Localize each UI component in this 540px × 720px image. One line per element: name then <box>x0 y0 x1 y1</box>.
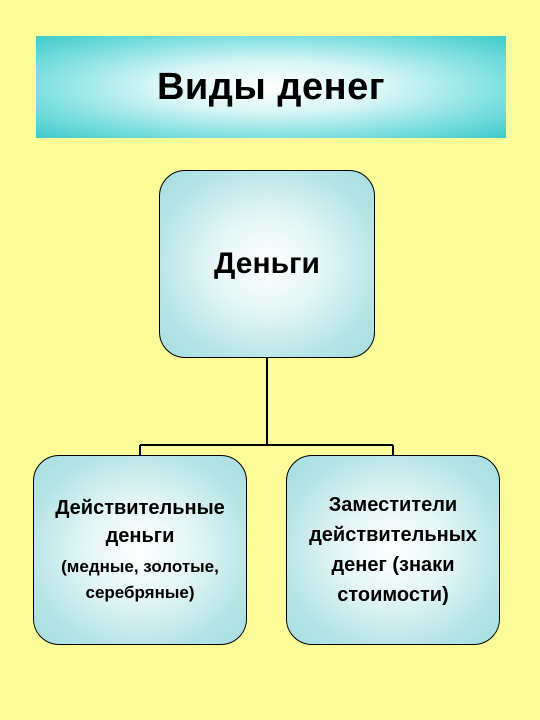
node-money-label: Деньги <box>214 247 320 280</box>
node-real-money-label: Действительные деньги <box>55 497 225 547</box>
node-money: Деньги <box>159 170 375 358</box>
title-banner: Виды денег <box>36 36 506 138</box>
node-real-money: Действительные деньги (медные, золотые, … <box>33 455 247 645</box>
diagram-title: Виды денег <box>156 65 386 108</box>
node-money-substitutes: Заместители действительных денег (знаки … <box>286 455 500 645</box>
node-real-money-note: (медные, золотые, серебряные) <box>61 557 219 602</box>
node-money-substitutes-label: Заместители действительных денег (знаки … <box>309 494 477 606</box>
